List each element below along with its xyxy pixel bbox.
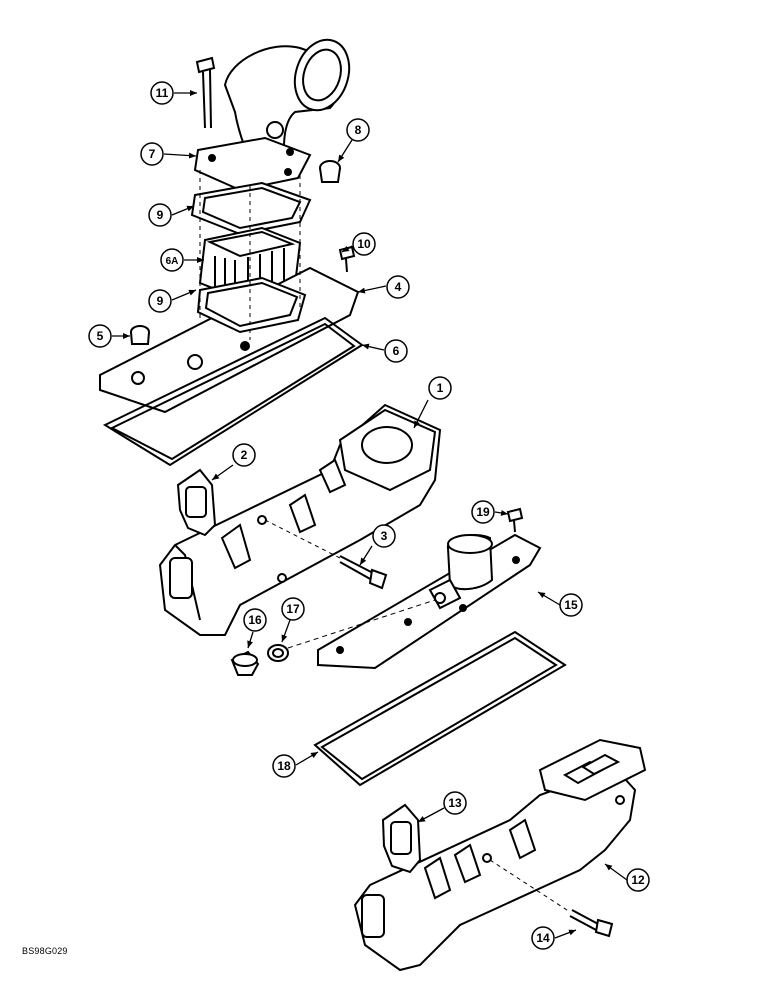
callout-5: 5	[88, 324, 112, 348]
svg-text:8: 8	[355, 123, 362, 137]
callout-12: 12	[626, 868, 650, 892]
leader-9b	[171, 289, 197, 301]
leader-8	[337, 139, 353, 163]
svg-text:6A: 6A	[166, 256, 179, 267]
svg-text:19: 19	[476, 505, 490, 519]
svg-text:15: 15	[564, 598, 578, 612]
svg-text:1: 1	[437, 381, 444, 395]
leader-18	[295, 751, 319, 766]
callout-4: 4	[386, 275, 410, 299]
alignment-line-3	[264, 519, 341, 559]
svg-text:7: 7	[149, 147, 156, 161]
leader-14	[554, 929, 577, 939]
svg-text:3: 3	[381, 529, 388, 543]
figure-reference-code: BS98G029	[22, 946, 68, 956]
svg-text:17: 17	[286, 602, 300, 616]
callout-leaders	[112, 90, 628, 939]
svg-text:6: 6	[393, 344, 400, 358]
svg-text:10: 10	[357, 237, 371, 251]
washer-17	[267, 644, 289, 662]
leader-4	[357, 285, 387, 294]
callout-17: 17	[281, 597, 305, 621]
exhaust-manifold-lower	[353, 738, 647, 972]
svg-text:9: 9	[157, 294, 164, 308]
svg-text:11: 11	[156, 86, 169, 100]
leader-17	[281, 619, 291, 643]
leader-3	[359, 545, 373, 566]
svg-text:16: 16	[248, 613, 262, 627]
callout-18: 18	[272, 754, 296, 778]
gasket-13	[381, 803, 422, 874]
svg-text:12: 12	[631, 873, 645, 887]
callout-15: 15	[559, 593, 583, 617]
plug-8	[319, 160, 341, 183]
leader-10	[341, 245, 353, 253]
leader-1	[413, 399, 429, 429]
leader-15	[537, 591, 561, 606]
callout-6: 6	[384, 339, 408, 363]
cover-plate	[99, 266, 360, 414]
callout-13: 13	[443, 791, 467, 815]
bolt-11	[195, 56, 216, 129]
bolt-14	[569, 909, 614, 938]
callout-6a: 6A	[160, 248, 184, 272]
svg-text:9: 9	[157, 208, 164, 222]
svg-text:14: 14	[536, 931, 550, 945]
leader-16	[247, 631, 254, 649]
callout-7: 7	[140, 142, 164, 166]
leader-7	[163, 152, 197, 159]
heater-element	[198, 226, 302, 300]
callout-10: 10	[352, 232, 376, 256]
leader-6	[361, 343, 385, 351]
bolt-10	[338, 245, 356, 273]
bolt-3	[339, 555, 388, 590]
callout-3: 3	[372, 524, 396, 548]
leader-19	[494, 509, 509, 516]
bolt-19	[506, 507, 524, 533]
svg-text:5: 5	[97, 329, 104, 343]
svg-text:13: 13	[448, 796, 462, 810]
callout-19: 19	[471, 500, 495, 524]
callout-11: 11	[150, 81, 174, 105]
gasket-upper	[190, 181, 312, 236]
plug-5	[130, 325, 150, 345]
leader-9a	[171, 205, 195, 216]
alignment-line-16	[287, 599, 436, 649]
exhaust-manifold-upper	[158, 403, 442, 636]
callout-14: 14	[531, 926, 555, 950]
gasket-2	[176, 468, 217, 537]
gasket-18	[313, 630, 567, 787]
callout-1: 1	[428, 376, 452, 400]
callout-16: 16	[243, 608, 267, 632]
svg-text:2: 2	[241, 448, 248, 462]
plug-16	[230, 650, 260, 676]
leader-13	[417, 807, 445, 823]
leader-2	[211, 464, 234, 481]
svg-text:18: 18	[277, 759, 291, 773]
svg-text:4: 4	[395, 280, 402, 294]
callout-9a: 9	[148, 203, 172, 227]
callout-8: 8	[346, 118, 370, 142]
callout-9b: 9	[148, 289, 172, 313]
leader-12	[604, 863, 628, 881]
alignment-lines-top	[199, 170, 301, 340]
elbow-outlet	[193, 38, 351, 192]
callout-2: 2	[232, 443, 256, 467]
